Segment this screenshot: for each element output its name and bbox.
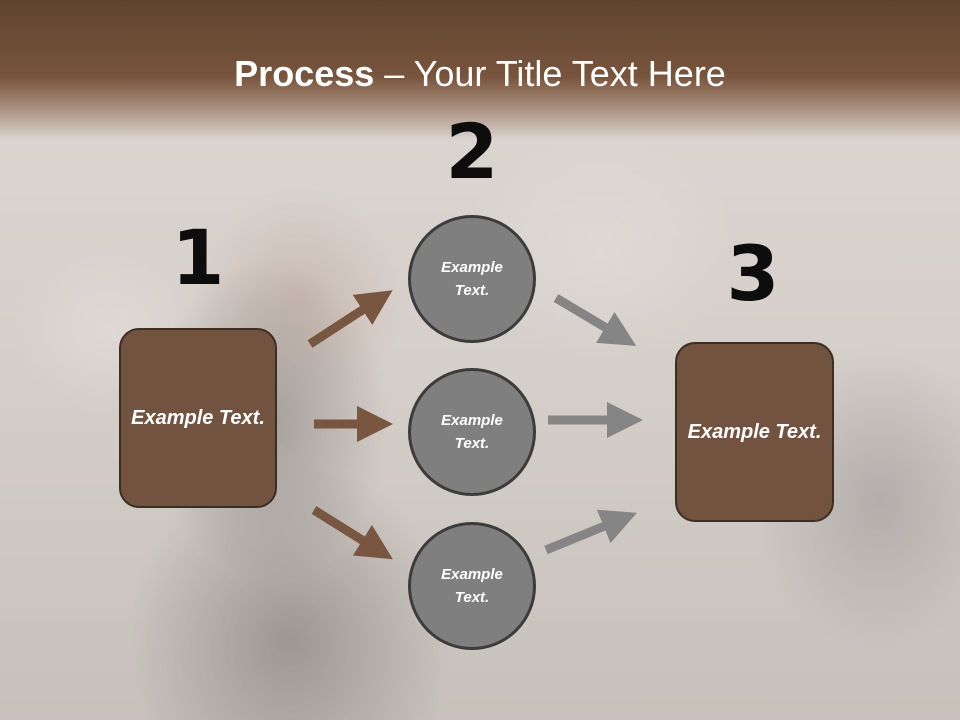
arrow-right-icon (544, 509, 637, 555)
arrow-right-icon (311, 506, 393, 560)
circle-node-bottom: Example Text. (408, 522, 536, 650)
step-number-3: 3 (726, 229, 780, 318)
step-box-right-label: Example Text. (687, 420, 822, 443)
step-box-left: Example Text. (119, 328, 277, 508)
circle-node-middle-label: Example Text. (441, 412, 503, 452)
slide-title: Process – Your Title Text Here (0, 52, 960, 96)
arrow-right-icon (307, 290, 393, 348)
circle-node-middle: Example Text. (408, 368, 536, 496)
title-bold-part: Process (234, 53, 375, 94)
arrow-right-icon (553, 294, 637, 346)
step-box-right: Example Text. (675, 342, 834, 522)
circle-node-top: Example Text. (408, 215, 536, 343)
title-rest-part: – Your Title Text Here (374, 53, 726, 94)
step-box-left-label: Example Text. (131, 406, 265, 429)
step-number-2: 2 (445, 107, 499, 196)
circle-node-bottom-label: Example Text. (441, 566, 503, 606)
step-number-1: 1 (171, 213, 225, 302)
circle-node-top-label: Example Text. (441, 259, 503, 299)
title-band (0, 0, 960, 140)
